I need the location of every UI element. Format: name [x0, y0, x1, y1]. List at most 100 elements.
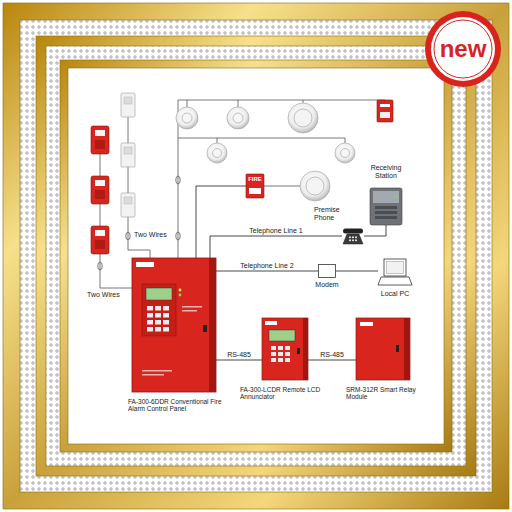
wire-connector	[210, 236, 342, 258]
wire	[178, 138, 345, 143]
lcd-annunciator: FA-300-LCDR Remote LCD Annunciator	[262, 318, 308, 380]
node-text: new	[440, 36, 487, 61]
white-strobes	[121, 93, 135, 217]
local-pc: Local PC	[378, 258, 412, 286]
device-label: FA-300-6DDR Conventional Fire Alarm Cont…	[128, 398, 228, 413]
lcd-annunciator-shape	[262, 318, 308, 380]
laptop-display	[387, 262, 404, 274]
strobe-lens	[124, 147, 132, 154]
panel-key	[163, 320, 169, 325]
station-slot	[375, 206, 397, 209]
phone-key	[349, 237, 351, 239]
panel-cabinet	[132, 258, 216, 392]
annunciator-lock	[297, 348, 300, 354]
line-label-holder: RS-485	[319, 351, 345, 359]
control-panel-shape	[132, 258, 216, 392]
device-label: Premise Phone	[314, 206, 350, 222]
line-label: RS-485	[319, 351, 345, 359]
horn-strobe	[91, 226, 109, 254]
panel-led	[179, 294, 182, 297]
cable-tie	[98, 262, 102, 270]
premise-phone-shape	[342, 228, 364, 244]
receiving-station: Receiving Station	[370, 188, 402, 225]
local-pc-label: Local PC	[375, 290, 415, 298]
panel-key	[163, 306, 169, 311]
beaded-band	[20, 20, 492, 492]
strobe-lens	[124, 97, 132, 104]
phone-key	[352, 237, 354, 239]
horn-strobe	[91, 126, 109, 154]
annunciator-key	[278, 358, 283, 362]
strobe	[121, 193, 135, 217]
pull-station	[377, 100, 393, 122]
line-label: Telephone Line 2	[239, 262, 294, 270]
detector-center	[341, 149, 350, 158]
horn-grill	[95, 190, 105, 199]
strobe	[121, 93, 135, 117]
beaded-band	[46, 46, 466, 466]
gold-band	[3, 3, 509, 509]
panel-marking	[142, 370, 172, 372]
relay-body	[356, 318, 410, 380]
device-label: FA-300-LCDR Remote LCD Annunciator	[240, 386, 330, 401]
modem-box-shape	[318, 264, 336, 278]
laptop-screen	[384, 259, 406, 276]
line-label: Telephone Line 1	[248, 227, 303, 235]
annunciator-key	[271, 352, 276, 356]
panel-key	[147, 313, 153, 318]
device-label: Local PC	[375, 290, 415, 298]
phone-key	[349, 240, 351, 242]
smoke-detector	[227, 107, 249, 129]
device-label: Receiving Station	[362, 164, 410, 180]
pull-station-plate	[380, 104, 390, 107]
node-text: FIRE	[248, 176, 262, 182]
new-badge: new	[424, 10, 502, 88]
wire-connector	[336, 271, 378, 272]
diagram-ground	[68, 68, 444, 444]
modem-box: Modem	[318, 264, 336, 278]
cable-tie	[176, 176, 180, 184]
panel-marking	[182, 306, 202, 308]
wire	[187, 100, 303, 107]
wire-label-holder: Two Wires	[133, 231, 168, 239]
relay-side	[404, 318, 410, 380]
pull-handle	[249, 188, 261, 194]
receiving-station-shape	[370, 188, 402, 225]
annunciator-key	[278, 352, 283, 356]
strobe	[121, 143, 135, 167]
lcd-annunciator-label: FA-300-LCDR Remote LCD Annunciator	[240, 386, 330, 401]
device-label: Modem	[307, 281, 347, 289]
panel-lcd	[146, 288, 172, 300]
smoke-detector	[207, 143, 227, 163]
annunciator-key	[278, 346, 283, 350]
wire-connector	[196, 186, 246, 258]
annunciator-key	[271, 346, 276, 350]
panel-display-housing	[142, 284, 176, 336]
panel-key	[147, 306, 153, 311]
line-label: RS-485	[226, 351, 252, 359]
panel-lock	[203, 325, 207, 332]
wire-connector	[216, 360, 262, 361]
pull-station: FIRE	[246, 174, 264, 198]
annunciator-side	[303, 318, 308, 380]
receiving-station-label: Receiving Station	[362, 164, 410, 180]
panel-key	[163, 313, 169, 318]
annunciator-key	[285, 346, 290, 350]
gold-band	[60, 60, 452, 452]
strobe-lens	[95, 130, 105, 136]
new-badge-text-area: new	[424, 10, 502, 88]
horn-grill	[95, 140, 105, 149]
strobe-lens	[124, 197, 132, 204]
relay-module-label: SRM-312R Smart Relay Module	[346, 386, 420, 401]
wire-connector	[364, 225, 386, 236]
annunciator-logo	[265, 321, 277, 325]
detector-center	[294, 109, 312, 127]
station-led	[395, 196, 398, 199]
panel-key	[147, 320, 153, 325]
gold-band	[36, 36, 476, 476]
wire	[264, 186, 301, 187]
